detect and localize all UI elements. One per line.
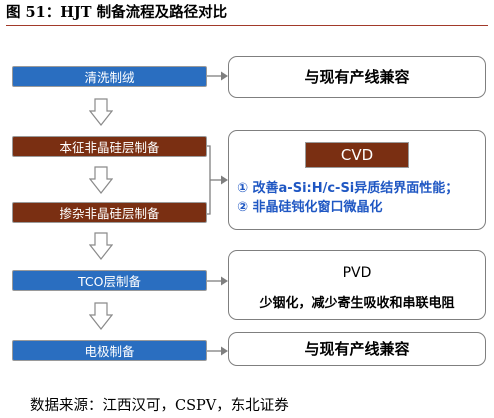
right-arrow-icon — [207, 71, 228, 81]
down-arrow-icon — [89, 166, 113, 194]
cvd-benefit-1: ① 改善a-Si:H/c-Si异质结界面性能； — [237, 181, 459, 196]
down-arrow-icon — [89, 302, 113, 330]
compat-text: 与现有产线兼容 — [304, 68, 410, 86]
step-texturing: 清洗制绒 — [12, 66, 207, 87]
pvd-box — [228, 250, 486, 320]
compat-box-top: 与现有产线兼容 — [228, 56, 486, 98]
step-electrode: 电极制备 — [12, 340, 207, 361]
right-arrow-icon — [207, 276, 228, 286]
step-tco: TCO层制备 — [12, 270, 207, 291]
compat-box-bottom: 与现有产线兼容 — [228, 332, 486, 366]
figure-title: 图 51：HJT 制备流程及路径对比 — [6, 2, 488, 26]
step-doped-a-si: 掺杂非晶硅层制备 — [12, 202, 207, 223]
down-arrow-icon — [89, 232, 113, 260]
right-arrow-icon — [207, 346, 228, 356]
step-intrinsic-a-si: 本征非晶硅层制备 — [12, 136, 207, 157]
compat-text: 与现有产线兼容 — [304, 340, 410, 358]
down-arrow-icon — [89, 98, 113, 126]
pvd-subtitle: 少铟化，减少寄生吸收和串联电阻 — [259, 296, 455, 311]
pvd-title: PVD — [342, 265, 372, 281]
cvd-badge: CVD — [305, 142, 409, 168]
cvd-benefit-2: ② 非晶硅钝化窗口微晶化 — [237, 200, 383, 215]
source-note: 数据来源：江西汉可，CSPV，东北证券 — [30, 398, 289, 414]
bracket-connector — [207, 145, 228, 215]
